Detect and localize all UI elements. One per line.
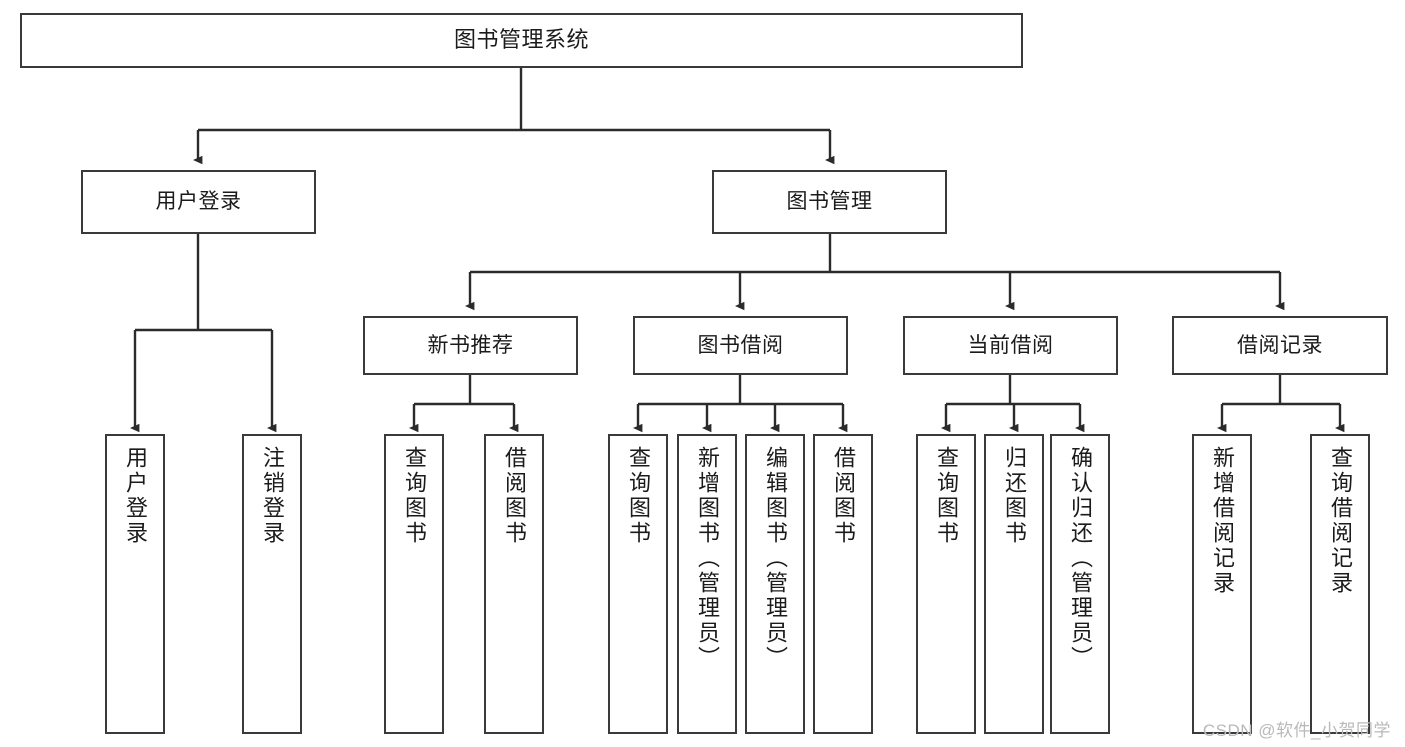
node-leaf-query-book-3[interactable]: 查询图书 bbox=[916, 434, 976, 734]
node-leaf-borrow-book-1-label: 借阅图书 bbox=[502, 446, 527, 546]
node-leaf-query-borrow-record-label: 查询借阅记录 bbox=[1328, 446, 1353, 596]
node-leaf-add-book[interactable]: 新增图书（管理员） bbox=[677, 434, 737, 734]
node-leaf-edit-book[interactable]: 编辑图书（管理员） bbox=[745, 434, 805, 734]
node-leaf-return-book-label: 归还图书 bbox=[1002, 446, 1027, 546]
node-leaf-query-book-1-label: 查询图书 bbox=[402, 446, 427, 546]
node-leaf-add-book-label: 新增图书（管理员） bbox=[695, 446, 720, 671]
node-leaf-logout-login-label: 注销登录 bbox=[260, 446, 285, 546]
node-new-book-recommend-label: 新书推荐 bbox=[427, 333, 514, 357]
node-leaf-add-borrow-record-label: 新增借阅记录 bbox=[1210, 446, 1235, 596]
node-user-login-label: 用户登录 bbox=[155, 190, 242, 214]
node-borrow-record-label: 借阅记录 bbox=[1237, 333, 1323, 357]
node-leaf-query-book-2[interactable]: 查询图书 bbox=[608, 434, 668, 734]
node-leaf-query-book-1[interactable]: 查询图书 bbox=[384, 434, 444, 734]
node-leaf-confirm-return-label: 确认归还（管理员） bbox=[1068, 446, 1093, 671]
node-leaf-query-borrow-record[interactable]: 查询借阅记录 bbox=[1310, 434, 1370, 734]
node-leaf-query-book-2-label: 查询图书 bbox=[626, 446, 651, 546]
node-leaf-query-book-3-label: 查询图书 bbox=[934, 446, 959, 546]
node-book-borrow[interactable]: 图书借阅 bbox=[633, 316, 848, 375]
node-leaf-user-login-label: 用户登录 bbox=[123, 446, 148, 546]
node-borrow-record[interactable]: 借阅记录 bbox=[1172, 316, 1388, 375]
node-leaf-add-borrow-record[interactable]: 新增借阅记录 bbox=[1192, 434, 1252, 734]
node-leaf-user-login[interactable]: 用户登录 bbox=[105, 434, 165, 734]
node-leaf-return-book[interactable]: 归还图书 bbox=[984, 434, 1044, 734]
node-leaf-borrow-book-1[interactable]: 借阅图书 bbox=[484, 434, 544, 734]
node-user-login[interactable]: 用户登录 bbox=[81, 170, 316, 234]
node-book-manage[interactable]: 图书管理 bbox=[712, 170, 947, 234]
node-leaf-borrow-book-2-label: 借阅图书 bbox=[831, 446, 856, 546]
node-book-manage-label: 图书管理 bbox=[786, 190, 873, 214]
node-leaf-confirm-return[interactable]: 确认归还（管理员） bbox=[1050, 434, 1110, 734]
node-leaf-logout-login[interactable]: 注销登录 bbox=[242, 434, 302, 734]
node-root[interactable]: 图书管理系统 bbox=[20, 13, 1023, 68]
node-current-borrow[interactable]: 当前借阅 bbox=[903, 316, 1118, 375]
watermark: CSDN @软件_小贺同学 bbox=[1202, 721, 1391, 740]
node-leaf-borrow-book-2[interactable]: 借阅图书 bbox=[813, 434, 873, 734]
node-book-borrow-label: 图书借阅 bbox=[697, 333, 784, 357]
node-root-label: 图书管理系统 bbox=[453, 27, 589, 53]
node-leaf-edit-book-label: 编辑图书（管理员） bbox=[763, 446, 788, 671]
node-new-book-recommend[interactable]: 新书推荐 bbox=[363, 316, 578, 375]
node-current-borrow-label: 当前借阅 bbox=[967, 333, 1054, 357]
